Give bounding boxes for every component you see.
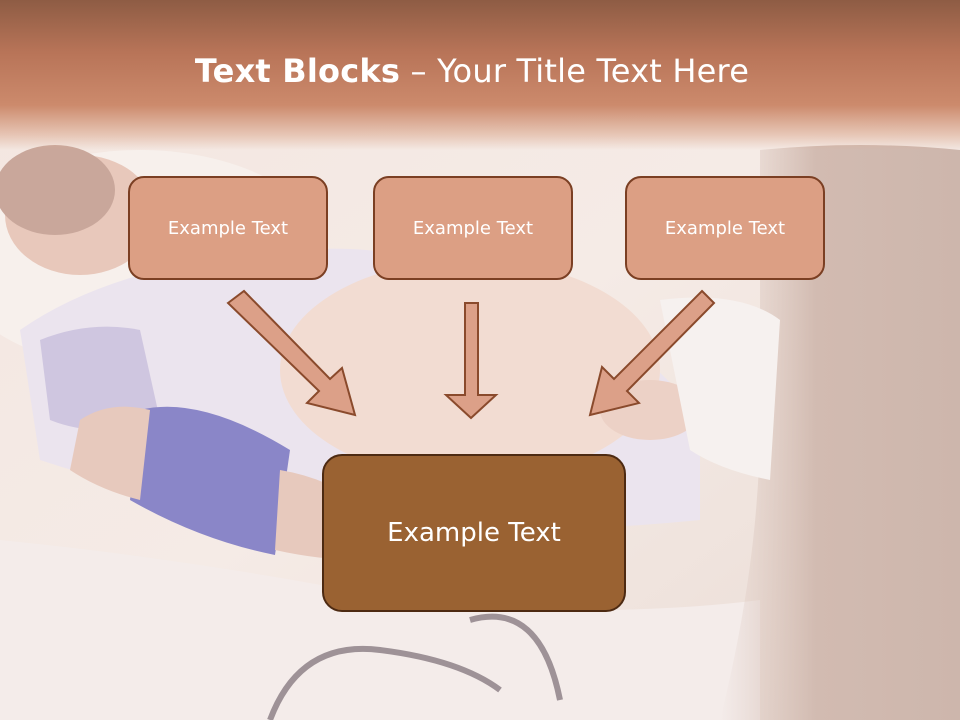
text-block-top-center[interactable]: Example Text bbox=[373, 176, 573, 280]
text-block-label: Example Text bbox=[412, 217, 534, 239]
text-block-bottom[interactable]: Example Text bbox=[322, 454, 626, 612]
arrow-left-icon bbox=[226, 289, 357, 417]
title-bold-part: Text Blocks bbox=[194, 52, 401, 90]
text-block-label: Example Text bbox=[387, 518, 561, 548]
text-block-label: Example Text bbox=[167, 217, 289, 239]
text-block-top-right[interactable]: Example Text bbox=[625, 176, 825, 280]
title-bar bbox=[0, 0, 960, 150]
slide-title: Text Blocks – Your Title Text Here bbox=[0, 52, 944, 90]
text-block-top-left[interactable]: Example Text bbox=[128, 176, 328, 280]
arrow-center-icon bbox=[443, 302, 499, 420]
title-rest: Your Title Text Here bbox=[437, 52, 750, 90]
arrow-right-icon bbox=[588, 289, 716, 417]
text-block-label: Example Text bbox=[664, 217, 786, 239]
title-dash: – bbox=[400, 52, 438, 90]
